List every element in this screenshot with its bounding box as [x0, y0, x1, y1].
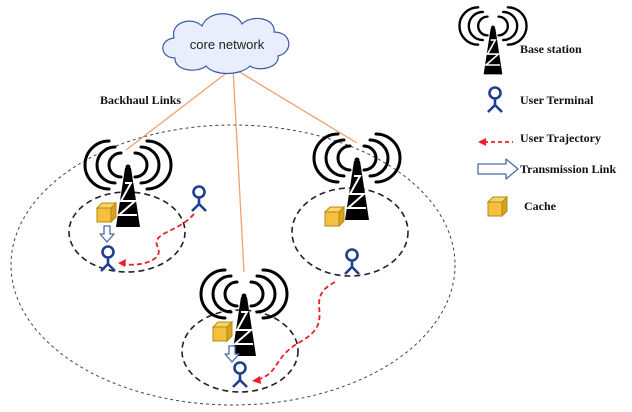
transmission-arrow-icon-left: [99, 225, 115, 243]
legend-base-station-icon: [458, 6, 528, 76]
cloud-label: core network: [190, 37, 265, 52]
base-station-icon-right: [312, 132, 402, 222]
cache-icon-bottom: [212, 321, 233, 342]
legend-user-trajectory-label: User Trajectory: [520, 131, 601, 145]
cell-left: [68, 139, 208, 273]
macro-coverage-boundary: [10, 124, 456, 406]
user-terminal-icon-bottom: [231, 361, 249, 389]
legend-user-terminal-icon: [486, 86, 504, 114]
user-trajectory-left: [117, 213, 195, 266]
backhaul-link-right: [232, 67, 358, 144]
cell-bottom: [181, 268, 299, 393]
backhaul-link-center: [232, 67, 245, 273]
legend-transmission-link-icon: [477, 158, 519, 180]
user-terminal-icon-right: [343, 248, 361, 276]
legend: Base station User Terminal User Trajecto…: [458, 6, 616, 217]
legend-transmission-link-label: Transmission Link: [520, 162, 616, 176]
legend-user-terminal-label: User Terminal: [520, 93, 594, 107]
user-terminal-icon-left-end: [99, 245, 117, 273]
backhaul-links-label: Backhaul Links: [100, 93, 181, 107]
backhaul-link-left: [125, 67, 234, 151]
cache-icon-right: [324, 206, 345, 227]
user-trajectory-right: [255, 281, 336, 381]
legend-cache-icon: [487, 196, 508, 217]
legend-cache-label: Cache: [524, 199, 557, 213]
user-terminal-icon-left-start: [190, 185, 208, 213]
core-network-cloud: core network: [162, 13, 290, 75]
base-station-icon-bottom: [199, 268, 289, 358]
cell-right: [252, 132, 409, 384]
legend-base-station-label: Base station: [520, 42, 582, 56]
backhaul-links: [125, 67, 358, 273]
legend-user-trajectory-icon: [478, 138, 513, 146]
cache-icon-left: [96, 202, 117, 223]
